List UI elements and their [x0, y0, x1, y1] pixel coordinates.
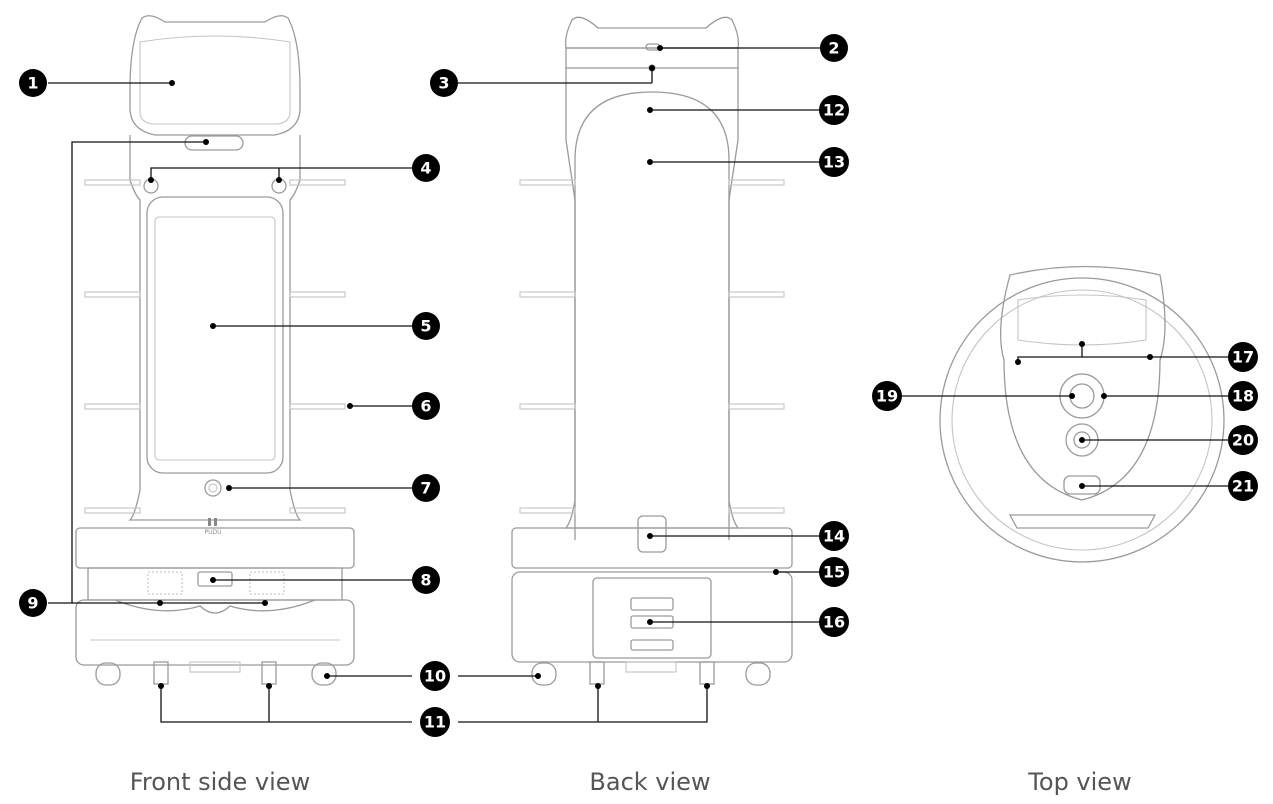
svg-text:16: 16 [823, 613, 845, 632]
top-view-caption: Top view [1027, 768, 1131, 796]
svg-text:11: 11 [424, 713, 446, 732]
callout-badge-19: 19 [872, 381, 902, 411]
callout-badge-1: 1 [19, 69, 47, 97]
callout-badge-12: 12 [819, 95, 849, 125]
svg-text:10: 10 [424, 667, 446, 686]
callout-badge-9: 9 [19, 589, 47, 617]
callout-badges: 1 2 3 4 5 6 7 8 9 10 11 12 13 14 15 16 1… [19, 34, 1258, 737]
callout-badge-17: 17 [1228, 342, 1258, 372]
back-view-drawing [511, 16, 793, 686]
svg-text:7: 7 [420, 479, 431, 498]
callout-badge-6: 6 [412, 392, 440, 420]
svg-text:15: 15 [823, 563, 845, 582]
callout-badge-4: 4 [412, 154, 440, 182]
callout-badge-3: 3 [430, 69, 458, 97]
callout-badge-2: 2 [820, 34, 848, 62]
svg-text:12: 12 [823, 101, 845, 120]
front-view-drawing: PUDU [75, 15, 355, 686]
callout-badge-8: 8 [412, 566, 440, 594]
pudu-logo-text: PUDU [204, 529, 221, 536]
callout-badge-18: 18 [1228, 381, 1258, 411]
callout-badge-21: 21 [1228, 471, 1258, 501]
svg-text:9: 9 [27, 594, 38, 613]
svg-text:1: 1 [27, 74, 38, 93]
svg-text:3: 3 [438, 74, 449, 93]
svg-text:5: 5 [420, 317, 431, 336]
callout-badge-14: 14 [819, 521, 849, 551]
svg-text:14: 14 [823, 527, 845, 546]
front-view-caption: Front side view [130, 768, 310, 796]
back-view-caption: Back view [589, 768, 710, 796]
callout-badge-5: 5 [412, 312, 440, 340]
callout-badge-16: 16 [819, 607, 849, 637]
svg-text:17: 17 [1232, 348, 1254, 367]
svg-text:6: 6 [420, 397, 431, 416]
svg-text:13: 13 [823, 153, 845, 172]
svg-text:8: 8 [420, 571, 431, 590]
svg-text:4: 4 [420, 159, 431, 178]
svg-text:2: 2 [828, 39, 839, 58]
svg-text:18: 18 [1232, 387, 1254, 406]
callout-badge-11: 11 [420, 707, 450, 737]
leader-lines [48, 45, 1228, 723]
callout-badge-15: 15 [819, 557, 849, 587]
callout-badge-13: 13 [819, 147, 849, 177]
callout-badge-7: 7 [412, 474, 440, 502]
callout-badge-10: 10 [420, 661, 450, 691]
callout-badge-20: 20 [1228, 425, 1258, 455]
svg-text:21: 21 [1232, 477, 1254, 496]
svg-text:20: 20 [1232, 431, 1254, 450]
top-view-drawing [939, 265, 1225, 563]
svg-text:19: 19 [876, 387, 898, 406]
